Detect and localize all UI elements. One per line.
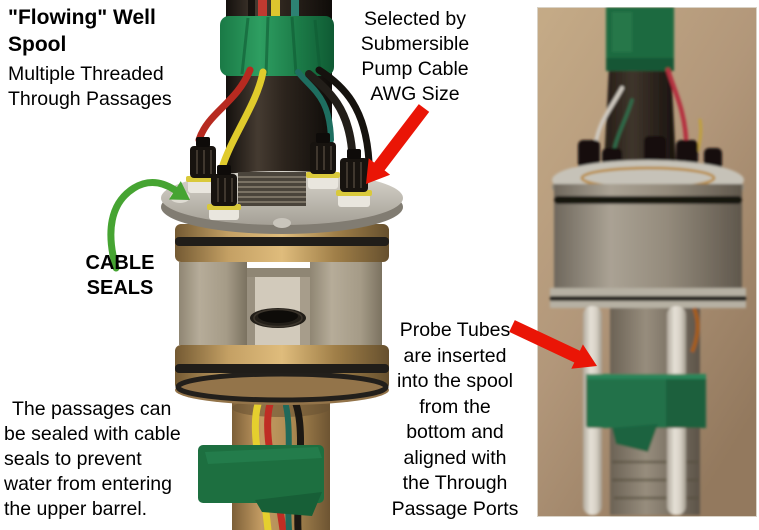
spool-body [175,224,389,405]
page-title: "Flowing" Well Spool [8,6,156,56]
pump-cable-wires-upper [195,66,373,172]
green-tape-lower [198,445,324,516]
cable-seals-arrow-icon [107,179,190,272]
left-photo [161,0,403,530]
subtitle: Multiple Threaded Through Passages [8,63,172,110]
threaded-passage [238,172,306,206]
cable-seals-label: CABLE SEALS [85,252,155,299]
probe-wires [594,67,703,152]
awg-callout: Selected by Submersible Pump Cable AWG S… [360,8,470,105]
green-tape-band [586,374,706,452]
right-photo-content [550,7,746,515]
cable-seal-fitting [306,133,340,189]
cable-seal-fitting [336,149,372,207]
spool-body [550,184,746,308]
green-tape-upper [220,16,334,76]
probe-tubes-arrow-icon [509,320,597,369]
right-photo [537,7,757,517]
probe-tubes-note: Probe Tubes are inserted into the spool … [391,319,519,520]
cable-seal-fitting [207,165,241,220]
awg-arrow-icon [366,104,430,184]
passages-note: The passages can be sealed with cable se… [4,398,181,520]
green-tape-upper [606,7,674,71]
